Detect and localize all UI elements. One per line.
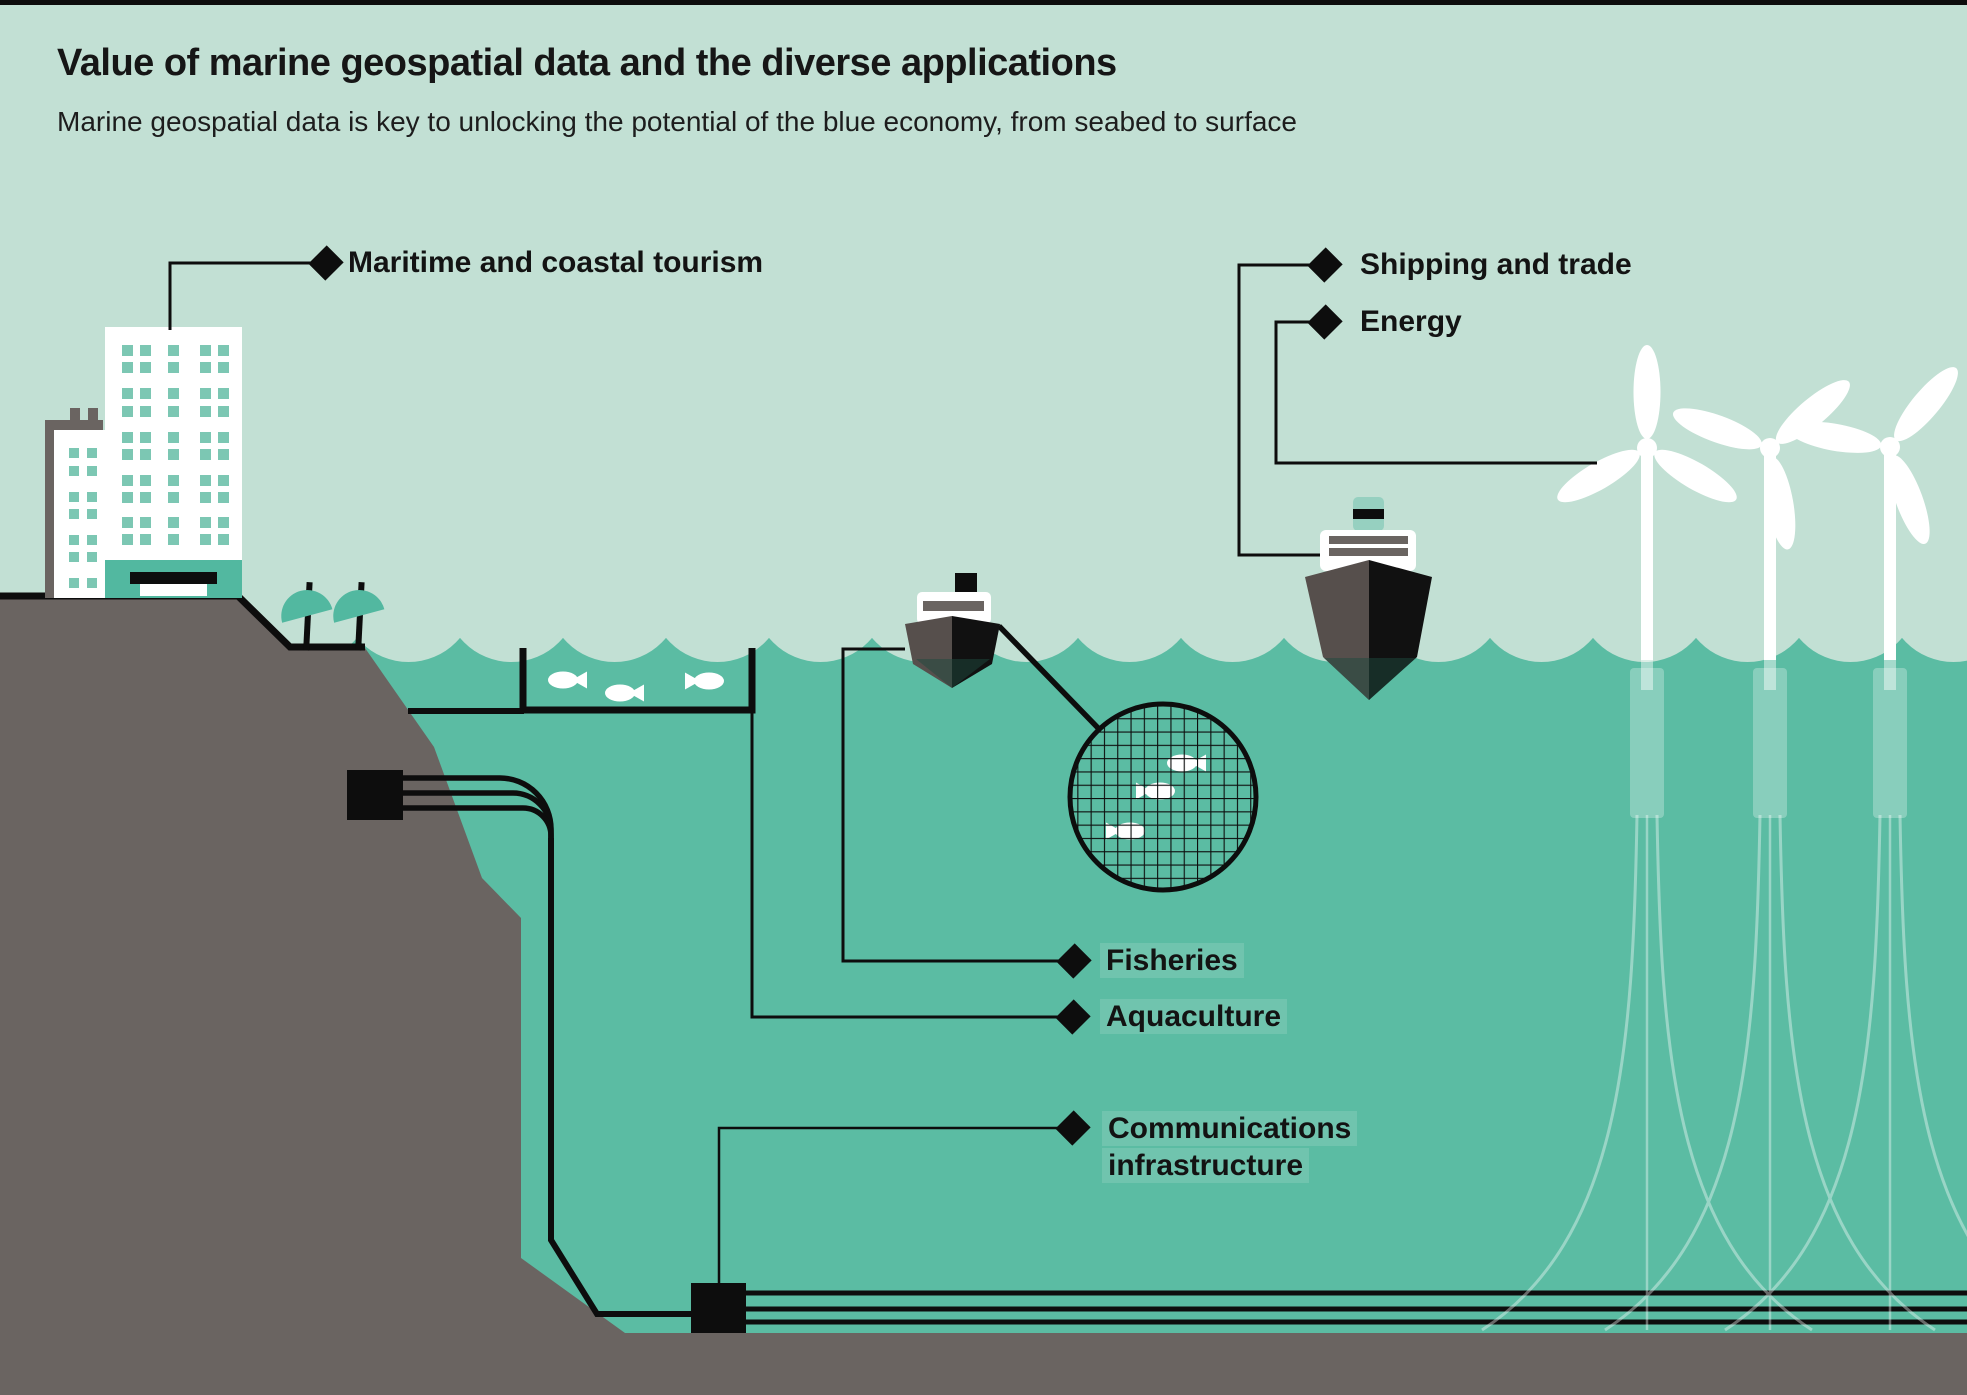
wave-arc [650,528,785,662]
wave-arc [1886,528,1967,662]
hotel-windows [122,345,229,545]
tow-line [997,624,1102,732]
label-communications-infrastructure: Communications infrastructure [1102,1110,1358,1184]
seabed-cable-junction [691,1283,1967,1333]
wind-turbine-icon [1786,359,1967,660]
connector-maritime [168,261,325,330]
label-aquaculture: Aquaculture [1100,999,1288,1035]
tower-windows [69,448,97,588]
wave-arc [1062,528,1197,662]
connector-energy [1274,320,1597,465]
connector-fisheries [841,647,1062,963]
wave-arc [1680,528,1815,662]
wave-arc [753,528,888,662]
wave-arc [341,528,476,662]
connector-aquaculture [750,712,1062,1019]
wave-arc [444,528,579,662]
label-maritime-tourism: Maritime and coastal tourism [348,246,764,279]
hotel-entrance [130,572,217,584]
shore-cable-bundle [347,770,692,1317]
wave-arc [1165,528,1300,662]
aquaculture-pen [408,648,756,714]
label-connectors [168,261,1597,1283]
label-energy: Energy [1360,305,1462,338]
label-fisheries: Fisheries [1100,943,1244,979]
top-border [0,0,1967,5]
boat-funnel [955,573,977,595]
wind-turbine-icon [1551,345,1743,660]
ship-waterline-shade [1324,658,1416,700]
page-title: Value of marine geospatial data and the … [57,42,1117,84]
beach-umbrella-icon [281,582,333,651]
fishing-net-circle [997,624,1259,893]
coastal-buildings [45,327,242,598]
wind-turbines [1481,345,1967,1332]
connector-shipping [1237,263,1325,557]
wave-arc [547,528,682,662]
connector-communications [717,1126,1062,1283]
fishing-boat [905,573,1000,688]
page-subtitle: Marine geospatial data is key to unlocki… [57,106,1297,137]
label-shipping-trade: Shipping and trade [1360,248,1632,281]
boat-waterline-shade [916,659,990,688]
junction-box-seabed [691,1283,746,1333]
cargo-ship [1305,497,1432,700]
turbine-foundations [1630,655,1907,818]
wave-arc [1474,528,1609,662]
sea-waves [238,528,1967,662]
turbine-moorings [1481,814,1967,1332]
beach-umbrella-icon [333,582,385,651]
junction-box-cliff [347,770,403,820]
wind-turbine-icon [1668,371,1858,660]
